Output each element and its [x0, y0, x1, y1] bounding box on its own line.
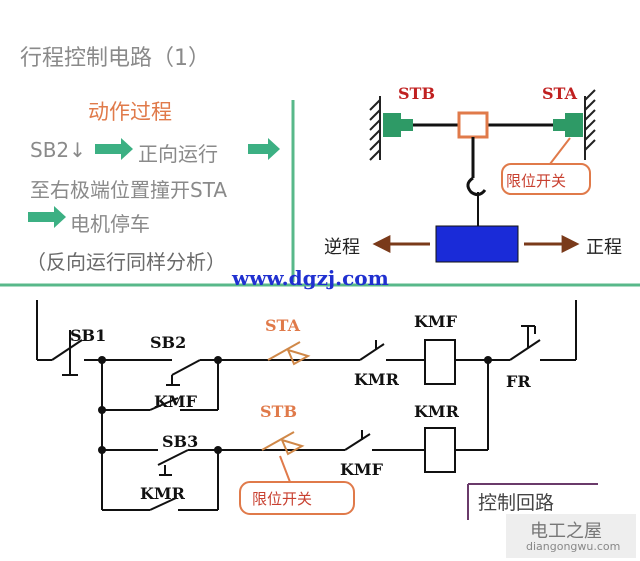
slider-block [457, 111, 489, 139]
kmr-coil-label: KMR [414, 402, 459, 421]
limit-switch-callout-box [501, 163, 591, 195]
left-wall-hatch [369, 96, 381, 161]
motor-block [435, 225, 519, 263]
watermark-badge [506, 514, 636, 558]
sb2-label: SB2 [150, 333, 187, 352]
action-step-stop: 电机停车 [70, 212, 150, 236]
stb-limit-contact [261, 431, 305, 456]
kmf-hold-label: KMF [154, 392, 197, 411]
control-loop-label: 控制回路 [478, 492, 555, 514]
circuit-wiring [36, 300, 577, 511]
sb3-label: SB3 [162, 432, 199, 451]
reverse-label: 逆程 [324, 237, 360, 258]
watermark-name: 电工之屋 [530, 521, 602, 542]
forward-label: 正程 [586, 237, 622, 258]
right-wall-hatch [584, 89, 596, 160]
junction-dots [98, 356, 492, 454]
sta-limit-contact [267, 341, 311, 366]
page-title: 行程控制电路（1） [20, 46, 210, 71]
sta-circuit-label: STA [265, 316, 300, 335]
stb-switch-body [383, 113, 401, 137]
sb1-label: SB1 [70, 326, 107, 345]
kmr-contact-label: KMR [354, 370, 399, 389]
watermark-url: diangongwu.com [526, 540, 621, 553]
sta-switch-body [565, 113, 583, 137]
action-step-forward: 正向运行 [138, 142, 218, 166]
green-arrow-icon [95, 138, 133, 160]
green-arrow-icon [28, 206, 66, 228]
action-step-sb2: SB2↓ [30, 138, 86, 162]
kmr-hold-label: KMR [140, 484, 185, 503]
fr-label: FR [506, 372, 531, 391]
circuit-limit-switch-label: 限位开关 [252, 490, 313, 508]
mech-limit-switch-label: 限位开关 [506, 172, 567, 190]
kmf-coil [424, 339, 456, 385]
green-arrow-icon [248, 138, 280, 160]
action-note-reverse: （反向运行同样分析） [26, 250, 226, 274]
kmr-coil [424, 427, 456, 473]
limit-switch-bottom-box [239, 481, 355, 515]
action-heading: 动作过程 [88, 100, 172, 124]
action-step-hit-sta: 至右极端位置撞开STA [30, 178, 228, 202]
hook-icon [466, 176, 487, 197]
website-url: www.dgzj.com [232, 266, 389, 290]
stb-circuit-label: STB [260, 402, 297, 421]
kmf-contact-label: KMF [340, 460, 383, 479]
mech-stb-label: STB [398, 84, 435, 103]
kmf-coil-label: KMF [414, 312, 457, 331]
mech-sta-label: STA [542, 84, 577, 103]
